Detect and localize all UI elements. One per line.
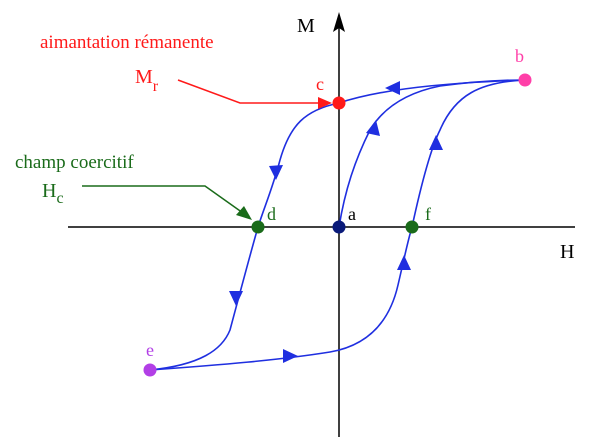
remanence-title: aimantation rémanente	[40, 32, 214, 53]
m-axis-label: M	[297, 15, 315, 37]
h-axis-label: H	[560, 241, 574, 263]
m-axis-arrowhead	[333, 12, 345, 32]
point-e	[143, 363, 157, 377]
point-c	[332, 96, 346, 110]
remanence-symbol-main: M	[135, 66, 153, 88]
label-c: c	[316, 74, 324, 94]
arrow-ascending-lower-icon	[397, 255, 411, 270]
point-a	[332, 220, 346, 234]
initial-curve	[338, 79, 526, 228]
arrow-top-left-icon	[385, 81, 400, 95]
remanence-pointer	[177, 79, 320, 104]
coercive-pointer	[82, 185, 244, 214]
label-d: d	[267, 204, 276, 224]
coercive-symbol-sub: c	[56, 190, 63, 207]
label-a: a	[348, 204, 356, 224]
arrow-initial-curve-icon	[366, 120, 380, 136]
label-f: f	[425, 204, 431, 224]
coercive-symbol-main: H	[42, 180, 56, 202]
remanence-symbol: Mr	[135, 66, 159, 95]
remanence-symbol-sub: r	[153, 78, 159, 95]
remanence-pointer-arrow-icon	[318, 97, 332, 109]
point-f	[405, 220, 419, 234]
point-d	[251, 220, 265, 234]
arrow-descending-lower-icon	[229, 291, 243, 306]
arrow-ascending-upper-icon	[429, 135, 443, 150]
coercive-pointer-arrow-icon	[236, 206, 252, 220]
coercive-title: champ coercitif	[15, 152, 134, 173]
point-b	[518, 73, 532, 87]
coercive-symbol: Hc	[42, 180, 64, 207]
arrow-bottom-right-icon	[283, 349, 298, 363]
arrow-descending-upper-icon	[269, 165, 283, 180]
label-e: e	[146, 340, 154, 360]
label-b: b	[515, 46, 524, 66]
